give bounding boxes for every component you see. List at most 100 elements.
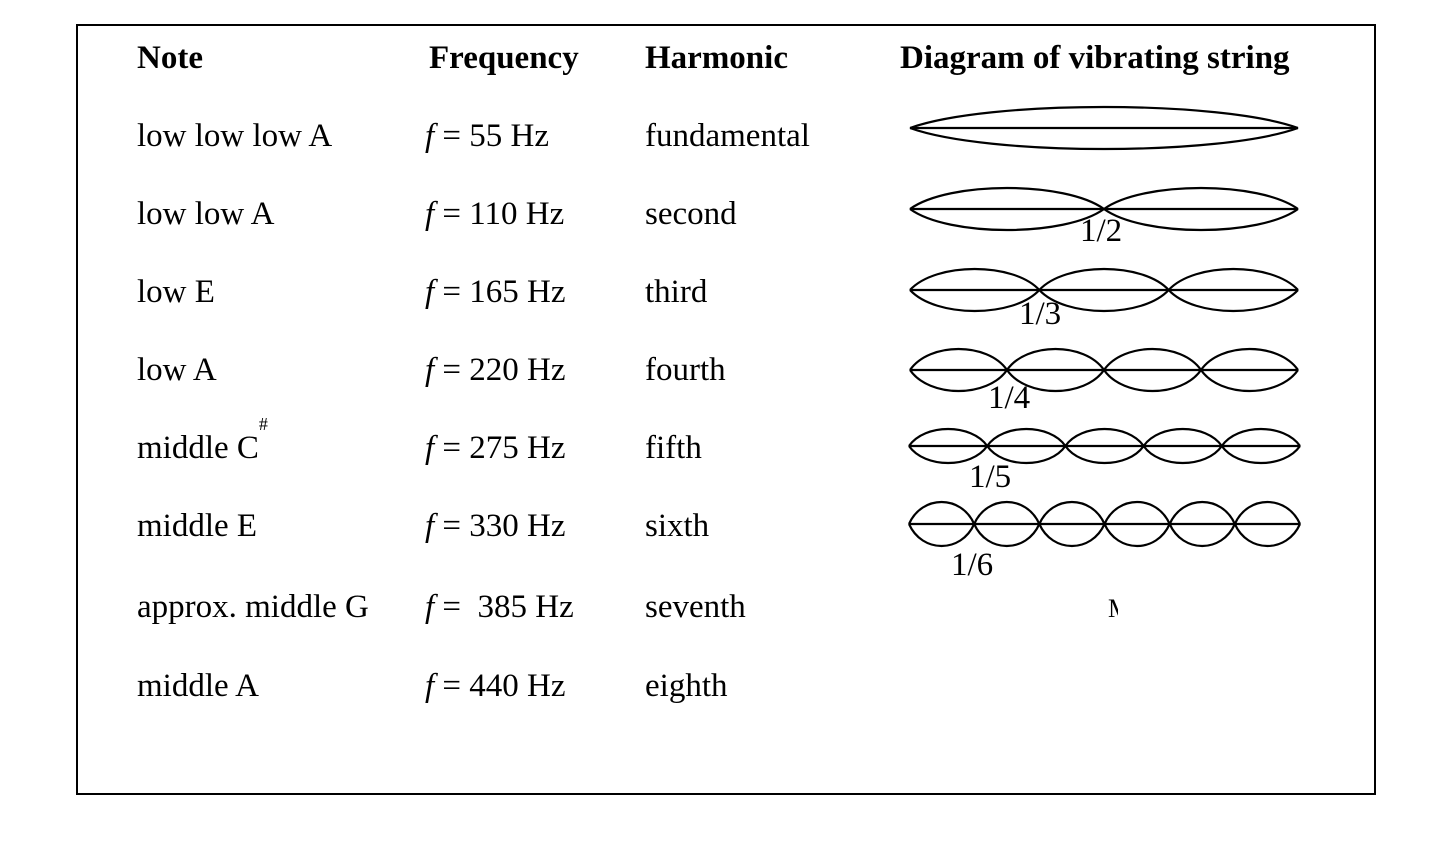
- node-fraction-label: 1/6: [951, 547, 994, 583]
- string-loop-up: [1168, 501, 1236, 525]
- frequency-value: = 275 Hz: [434, 430, 566, 466]
- frequency-cell: f = 55 Hz: [425, 116, 549, 156]
- note-cell: low low A: [137, 194, 275, 234]
- string-loop-up: [1200, 347, 1299, 371]
- string-loop-down: [909, 126, 1299, 151]
- string-loop-down: [909, 208, 1105, 232]
- harmonic-cell: third: [645, 274, 708, 310]
- harmonic-cell: fifth: [645, 430, 702, 466]
- note-name: middle C: [137, 430, 259, 466]
- string-loop-up: [1038, 501, 1106, 525]
- string-loop-down: [1167, 289, 1299, 312]
- string-loop-down: [973, 523, 1041, 547]
- node-fraction-label: 1/4: [988, 380, 1031, 416]
- string-loop-down: [1168, 523, 1236, 547]
- frequency-value: = 440 Hz: [434, 668, 566, 704]
- node-fraction-label: 1/5: [969, 459, 1012, 495]
- frequency-symbol: f: [425, 352, 435, 388]
- string-loop-down: [1103, 208, 1299, 232]
- string-loop-up: [909, 347, 1008, 371]
- frequency-cell: f = 330 Hz: [425, 506, 566, 546]
- string-loop-down: [1103, 369, 1202, 393]
- note-cell: approx. middle G: [137, 587, 369, 627]
- note-name: low low low A: [137, 118, 333, 154]
- string-loop-down: [1103, 523, 1171, 547]
- string-loop-up: [907, 501, 976, 525]
- frequency-cell: f = 275 Hz: [425, 428, 566, 468]
- note-name: middle E: [137, 508, 258, 544]
- string-loop-up: [1103, 501, 1171, 525]
- string-loop-up: [909, 105, 1299, 130]
- note-cell: middle C#: [137, 415, 268, 468]
- harmonic-cell: eighth: [645, 668, 728, 704]
- header-note: Note: [137, 40, 203, 76]
- harmonic-cell: sixth: [645, 508, 710, 544]
- note-cell: middle A: [137, 666, 259, 706]
- string-loop-up: [1220, 428, 1301, 447]
- clipped-glyph: M: [1108, 594, 1118, 624]
- string-loop-down: [1064, 445, 1145, 464]
- frequency-value: = 330 Hz: [434, 508, 566, 544]
- string-loop-down: [1142, 445, 1223, 464]
- note-cell: low A: [137, 350, 217, 390]
- string-loop-down: [1006, 369, 1105, 393]
- vibrating-string-diagram: [909, 268, 1299, 312]
- frequency-symbol: f: [425, 668, 435, 704]
- frequency-value: = 385 Hz: [434, 589, 574, 625]
- note-name: middle A: [137, 668, 259, 704]
- string-loop-up: [1038, 268, 1170, 291]
- string-loop-down: [1038, 523, 1106, 547]
- header-frequency: Frequency: [429, 40, 579, 76]
- string-loop-up: [1142, 428, 1223, 447]
- vibrating-string-diagram: [909, 347, 1299, 393]
- node-fraction-label: 1/3: [1019, 296, 1062, 332]
- harmonic-cell: second: [645, 196, 737, 232]
- string-loop-up: [1103, 186, 1299, 210]
- vibrating-string-diagram: [909, 186, 1299, 232]
- string-loop-up: [908, 428, 989, 447]
- frequency-cell: f = 110 Hz: [425, 194, 564, 234]
- note-name: low low A: [137, 196, 275, 232]
- string-loop-down: [907, 523, 976, 547]
- frequency-value: = 55 Hz: [434, 118, 550, 154]
- note-name: low E: [137, 274, 215, 310]
- string-loop-down: [1038, 289, 1170, 312]
- note-cell: middle E: [137, 506, 257, 546]
- frequency-value: = 110 Hz: [434, 196, 565, 232]
- string-loop-up: [1103, 347, 1202, 371]
- harmonic-cell: fourth: [645, 352, 726, 388]
- frequency-symbol: f: [425, 274, 435, 310]
- vibrating-string-diagram: [907, 501, 1302, 547]
- frequency-cell: f = 385 Hz: [425, 587, 574, 627]
- table-frame: [76, 24, 1376, 795]
- string-loop-down: [986, 445, 1067, 464]
- frequency-value: = 165 Hz: [434, 274, 566, 310]
- string-loop-down: [909, 369, 1008, 393]
- frequency-cell: f = 220 Hz: [425, 350, 566, 390]
- sharp-sign: #: [258, 414, 268, 434]
- string-loop-down: [1220, 445, 1301, 464]
- harmonic-cell: seventh: [645, 589, 746, 625]
- frequency-symbol: f: [425, 196, 435, 232]
- string-loop-up: [1167, 268, 1299, 291]
- frequency-value: = 220 Hz: [434, 352, 566, 388]
- string-loop-down: [909, 289, 1041, 312]
- string-loop-up: [986, 428, 1067, 447]
- string-loop-up: [1064, 428, 1145, 447]
- note-cell: low low low A: [137, 116, 332, 156]
- string-loop-down: [1200, 369, 1299, 393]
- frequency-cell: f = 165 Hz: [425, 272, 566, 312]
- frequency-symbol: f: [425, 589, 435, 625]
- note-name: low A: [137, 352, 217, 388]
- string-loop-up: [909, 268, 1041, 291]
- vibrating-string-diagram: [908, 428, 1301, 464]
- node-fraction-label: 1/2: [1080, 213, 1123, 249]
- header-harmonic: Harmonic: [645, 40, 788, 76]
- string-loop-up: [1233, 501, 1302, 525]
- frequency-symbol: f: [425, 508, 435, 544]
- string-loop-down: [1233, 523, 1302, 547]
- vibrating-string-diagram: [909, 105, 1299, 151]
- string-loop-up: [909, 186, 1105, 210]
- frequency-cell: f = 440 Hz: [425, 666, 566, 706]
- string-loop-up: [1006, 347, 1105, 371]
